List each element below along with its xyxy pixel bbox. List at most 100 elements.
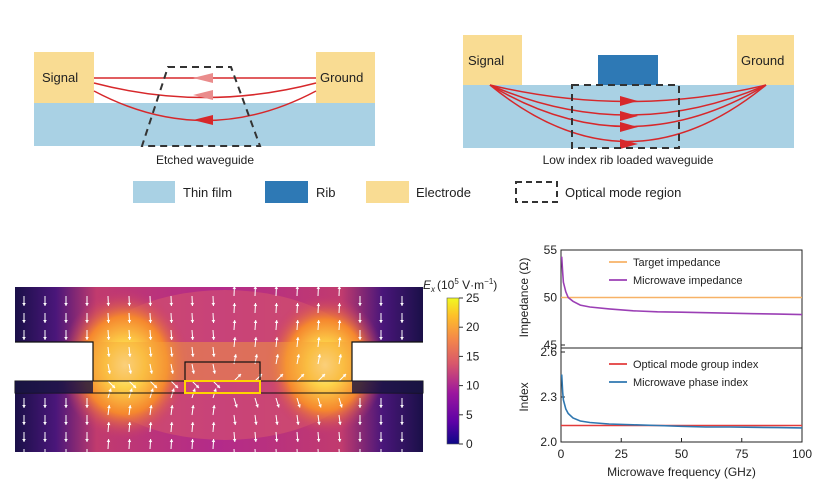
field-vector-arrowhead bbox=[127, 319, 132, 323]
field-vector-arrow bbox=[233, 448, 236, 452]
field-vector-arrowhead bbox=[169, 439, 174, 443]
field-arrow bbox=[193, 115, 213, 125]
field-vector-arrowhead bbox=[149, 405, 153, 409]
field-vector-arrowhead bbox=[232, 303, 237, 307]
electrode-outline bbox=[15, 341, 423, 381]
field-vector-arrowhead bbox=[85, 456, 89, 459]
field-vector-arrowhead bbox=[64, 303, 68, 306]
etched-waveguide-schematic: Signal Ground Etched waveguide bbox=[34, 52, 375, 167]
field-vector-arrowhead bbox=[337, 303, 342, 307]
field-arrow bbox=[193, 73, 213, 83]
field-vector-arrowhead bbox=[191, 370, 196, 374]
field-vector-arrowhead bbox=[232, 320, 237, 324]
y-tick-label: 2.3 bbox=[540, 390, 557, 404]
field-vector-arrowhead bbox=[43, 439, 47, 442]
thin-film-layer bbox=[34, 103, 375, 146]
field-vector-arrowhead bbox=[254, 421, 258, 425]
field-vector-arrowhead bbox=[275, 456, 279, 459]
field-vector-arrowhead bbox=[379, 422, 383, 425]
field-vector-arrowhead bbox=[106, 336, 111, 340]
field-vector-arrowhead bbox=[211, 336, 216, 340]
optical-mode-region-outline bbox=[140, 66, 262, 147]
field-vector-arrowhead bbox=[234, 404, 238, 408]
field-vector-arrowhead bbox=[318, 404, 322, 408]
field-vector-arrowhead bbox=[85, 303, 89, 306]
y-axis-label: Impedance (Ω) bbox=[517, 258, 531, 338]
field-vector-arrowhead bbox=[22, 303, 26, 306]
field-vector-arrowhead bbox=[212, 370, 217, 374]
series-line bbox=[560, 256, 803, 316]
colorbar-tick-label: 15 bbox=[466, 349, 480, 363]
field-vector-arrowhead bbox=[358, 371, 362, 374]
field-hot-region bbox=[60, 290, 190, 440]
field-vector-arrowhead bbox=[275, 354, 280, 358]
field-vector-arrowhead bbox=[190, 422, 195, 426]
field-vector-arrowhead bbox=[106, 353, 111, 357]
field-vector-arrowhead bbox=[296, 421, 300, 425]
field-vector-arrow bbox=[317, 448, 320, 452]
field-vector-arrowhead bbox=[132, 384, 137, 389]
field-vector-arrowhead bbox=[43, 405, 47, 408]
signal-label: Signal bbox=[42, 70, 78, 85]
field-vector-arrowhead bbox=[43, 320, 47, 323]
field-vector-arrowhead bbox=[43, 337, 47, 340]
field-vector-arrow bbox=[275, 448, 278, 452]
x-tick-label: 25 bbox=[615, 447, 629, 461]
field-vector-arrowhead bbox=[337, 438, 342, 442]
field-vector-arrowhead bbox=[297, 404, 301, 408]
field-vector-arrowhead bbox=[339, 404, 343, 408]
field-vector-arrowhead bbox=[190, 439, 195, 443]
field-vector-arrowhead bbox=[85, 320, 89, 323]
field-vector-arrowhead bbox=[169, 302, 174, 306]
field-vector-arrowhead bbox=[342, 373, 347, 378]
signal-electrode bbox=[463, 35, 522, 85]
field-vector-arrowhead bbox=[296, 354, 301, 358]
field-vector-arrowhead bbox=[191, 405, 195, 409]
etched-waveguide-caption: Etched waveguide bbox=[156, 153, 254, 167]
field-vector-arrowhead bbox=[128, 370, 133, 374]
field-vector-arrowhead bbox=[213, 388, 217, 392]
field-arrow bbox=[620, 111, 638, 121]
x-axis-label: Microwave frequency (GHz) bbox=[607, 465, 756, 479]
field-vector-arrowhead bbox=[211, 353, 216, 357]
field-vector-arrowhead bbox=[316, 303, 321, 307]
thin-film-edge bbox=[352, 381, 423, 393]
legend-label: Microwave impedance bbox=[633, 275, 742, 287]
field-vector-arrowhead bbox=[358, 456, 362, 459]
field-vector-arrowhead bbox=[106, 302, 111, 306]
field-vector-arrowhead bbox=[85, 371, 89, 374]
field-vector-arrowhead bbox=[274, 303, 279, 307]
y-tick-label: 45 bbox=[544, 338, 558, 352]
field-vector-arrowhead bbox=[400, 337, 404, 340]
field-vector-arrowhead bbox=[129, 388, 133, 392]
legend-swatch-thin-film bbox=[133, 181, 175, 203]
optical-core-outline bbox=[184, 380, 261, 394]
field-vector-arrowhead bbox=[253, 438, 258, 442]
field-vector-arrowhead bbox=[358, 337, 362, 340]
field-vector-arrowhead bbox=[127, 422, 132, 426]
colorbar-tick-label: 25 bbox=[466, 291, 480, 305]
field-vector-arrowhead bbox=[316, 337, 321, 341]
field-vector-arrowhead bbox=[64, 337, 68, 340]
field-vector-arrowhead bbox=[148, 439, 153, 443]
field-vector-arrowhead bbox=[400, 456, 404, 459]
field-vector-arrowhead bbox=[317, 354, 322, 358]
field-hot-region bbox=[265, 295, 385, 435]
field-vector-arrowhead bbox=[358, 303, 362, 306]
field-vector-arrowhead bbox=[317, 421, 321, 425]
field-vector-arrowhead bbox=[295, 320, 300, 324]
field-vector-arrowhead bbox=[400, 320, 404, 323]
ground-electrode bbox=[737, 35, 794, 85]
field-vector-arrowhead bbox=[111, 384, 116, 389]
field-vector-arrowhead bbox=[232, 287, 237, 290]
field-vector-arrowhead bbox=[233, 456, 237, 459]
field-vector-arrowhead bbox=[128, 405, 132, 409]
field-vector-arrowhead bbox=[400, 371, 404, 374]
field-vector-arrowhead bbox=[174, 384, 179, 389]
field-vector-arrowhead bbox=[337, 320, 342, 324]
field-vector-arrowhead bbox=[22, 405, 26, 408]
